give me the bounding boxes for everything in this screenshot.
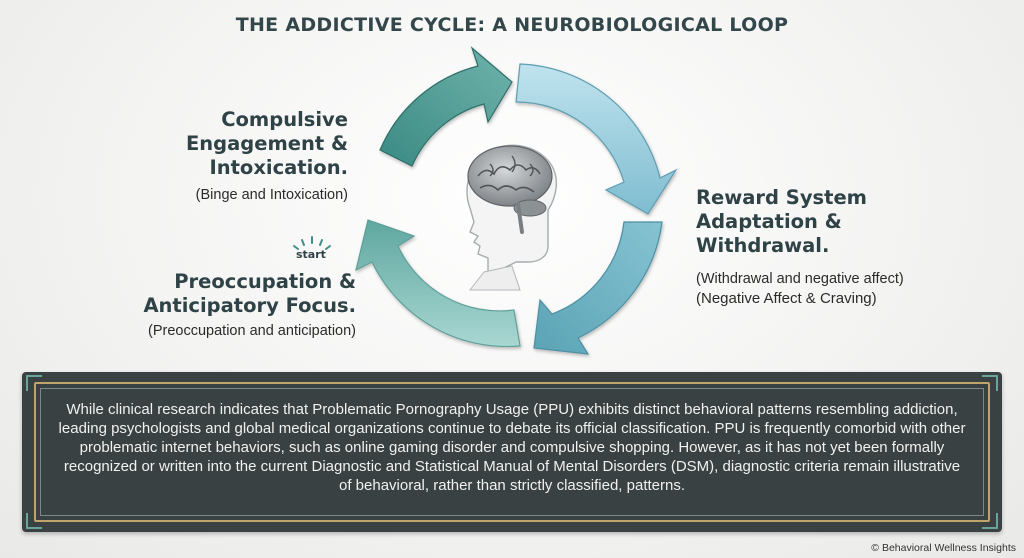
info-box-text: While clinical research indicates that P… (58, 401, 966, 494)
withdrawal-subtitle-line-2: (Negative Affect & Craving) (696, 290, 877, 307)
withdrawal-subtitle: (Withdrawal and negative affect) (Negati… (696, 270, 956, 308)
arrow-right (515, 63, 678, 215)
corner-ornament-bl (26, 513, 42, 529)
withdrawal-heading-line-1: Reward System (696, 186, 868, 209)
start-label: start (296, 248, 326, 261)
preoccupation-subtitle: (Preoccupation and anticipation) (148, 323, 356, 339)
withdrawal-heading: Reward System Adaptation & Withdrawal. (696, 186, 916, 258)
copyright-footer: © Behavioral Wellness Insights (871, 542, 1016, 554)
engagement-heading: Compulsive Engagement & Intoxication. (150, 108, 348, 180)
sunburst-icon (293, 236, 331, 250)
arrow-bottom (533, 221, 663, 355)
engagement-heading-line-1: Compulsive (221, 108, 348, 131)
diagram-title: THE ADDICTIVE CYCLE: A NEUROBIOLOGICAL L… (235, 14, 789, 36)
engagement-subtitle: (Binge and Intoxication) (195, 187, 348, 203)
brain-head-icon (466, 144, 558, 291)
info-box-frame (34, 382, 990, 522)
engagement-heading-line-3: Intoxication. (209, 156, 348, 179)
engagement-heading-line-2: Engagement & (185, 132, 348, 155)
preoccupation-heading: Preoccupation & Anticipatory Focus. (120, 270, 356, 318)
arrow-top (379, 46, 513, 167)
corner-ornament-tr (982, 375, 998, 391)
corner-ornament-tl (26, 375, 42, 391)
preoccupation-heading-line-2: Anticipatory Focus. (143, 294, 356, 317)
withdrawal-heading-line-2: Adaptation & (696, 210, 842, 233)
withdrawal-subtitle-line-1: (Withdrawal and negative affect) (696, 271, 904, 287)
corner-ornament-br (982, 513, 998, 529)
withdrawal-heading-line-3: Withdrawal. (696, 234, 830, 257)
start-marker: start (282, 232, 342, 272)
info-box-frame-inner (40, 388, 984, 516)
info-box: While clinical research indicates that P… (22, 372, 1002, 532)
arrow-left (355, 219, 521, 348)
preoccupation-heading-line-1: Preoccupation & (174, 270, 356, 293)
